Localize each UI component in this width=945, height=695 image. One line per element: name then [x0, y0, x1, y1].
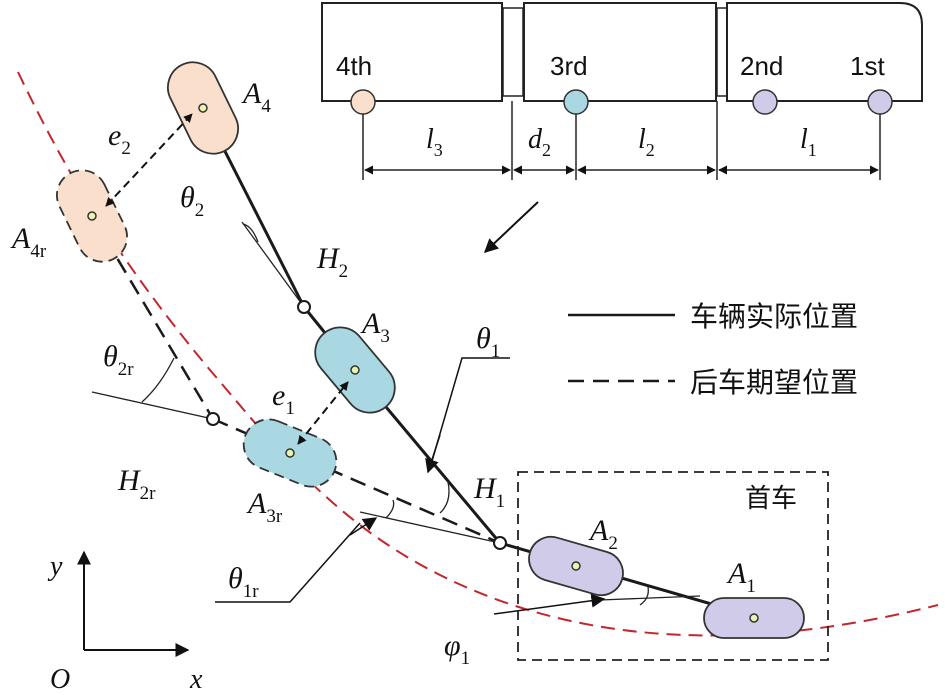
label-4th: 4th [336, 51, 372, 81]
leader-phi1 [493, 593, 606, 615]
wheel-A3 [314, 326, 396, 414]
ref-line-theta1r [359, 511, 501, 544]
error-arrow-e2 [105, 113, 193, 207]
hinge-H2r [206, 412, 220, 426]
hinge-H1 [493, 536, 507, 550]
dim-l1: l1 [800, 124, 817, 160]
ref-line-theta2r [91, 391, 214, 420]
label-A4r: A4r [10, 222, 47, 262]
dim-d2: d2 [528, 124, 551, 160]
arc-theta1r [385, 499, 395, 519]
hinge-H2 [297, 300, 311, 314]
axis-x-label: x [189, 664, 203, 695]
origin-label: O [50, 664, 70, 695]
coordinate-axes: y x O [47, 550, 203, 695]
label-H2r: H2r [117, 464, 156, 504]
label-e2: e2 [108, 119, 131, 159]
dim-l3: l3 [426, 124, 443, 160]
label-3rd: 3rd [550, 51, 588, 81]
wheel-A2 [528, 535, 624, 597]
wheel-4th [350, 89, 376, 115]
label-theta1r: θ1r [228, 562, 259, 602]
pointer-arrow [483, 201, 539, 253]
wheel-1st [867, 89, 893, 115]
arc-phi1 [639, 586, 649, 606]
label-A1: A1 [726, 557, 756, 597]
lead-vehicle-label: 首车 [745, 484, 797, 514]
label-theta2r: θ2r [103, 340, 134, 380]
label-A4: A4 [241, 77, 271, 117]
wheel-2nd [752, 89, 778, 115]
label-A2: A2 [588, 514, 618, 554]
label-H1: H1 [473, 472, 505, 512]
wheel-A4 [167, 61, 239, 155]
legend-expected-label: 后车期望位置 [690, 366, 858, 399]
label-phi1: φ1 [444, 629, 470, 669]
legend: 车辆实际位置 后车期望位置 [568, 300, 858, 399]
label-theta1: θ1 [476, 322, 500, 362]
arc-theta1 [439, 481, 450, 514]
label-2nd: 2nd [740, 51, 783, 81]
leader-theta1 [429, 357, 510, 469]
arc-theta2r [141, 357, 175, 403]
legend-actual-label: 车辆实际位置 [690, 300, 858, 333]
dim-l2: l2 [638, 124, 655, 160]
wheel-3rd [563, 89, 589, 115]
label-A3: A3 [360, 307, 390, 347]
label-e1: e1 [272, 379, 295, 419]
error-arrow-e1 [297, 381, 349, 445]
ref-line-phi1 [599, 595, 701, 601]
arc-theta2 [242, 223, 259, 243]
label-A3r: A3r [246, 487, 283, 527]
leader-theta1r [215, 522, 361, 603]
train-schematic: 4th 3rd 2nd 1st l3 d2 l2 l1 [321, 2, 923, 180]
label-1st: 1st [850, 51, 885, 81]
axis-y-label: y [47, 551, 63, 582]
label-theta2: θ2 [180, 181, 204, 221]
wheel-A3r [242, 418, 338, 488]
ref-line-theta2 [241, 221, 305, 308]
lead-vehicle-box [517, 471, 829, 661]
label-H2: H2 [316, 242, 348, 282]
wheel-A1 [703, 597, 805, 639]
